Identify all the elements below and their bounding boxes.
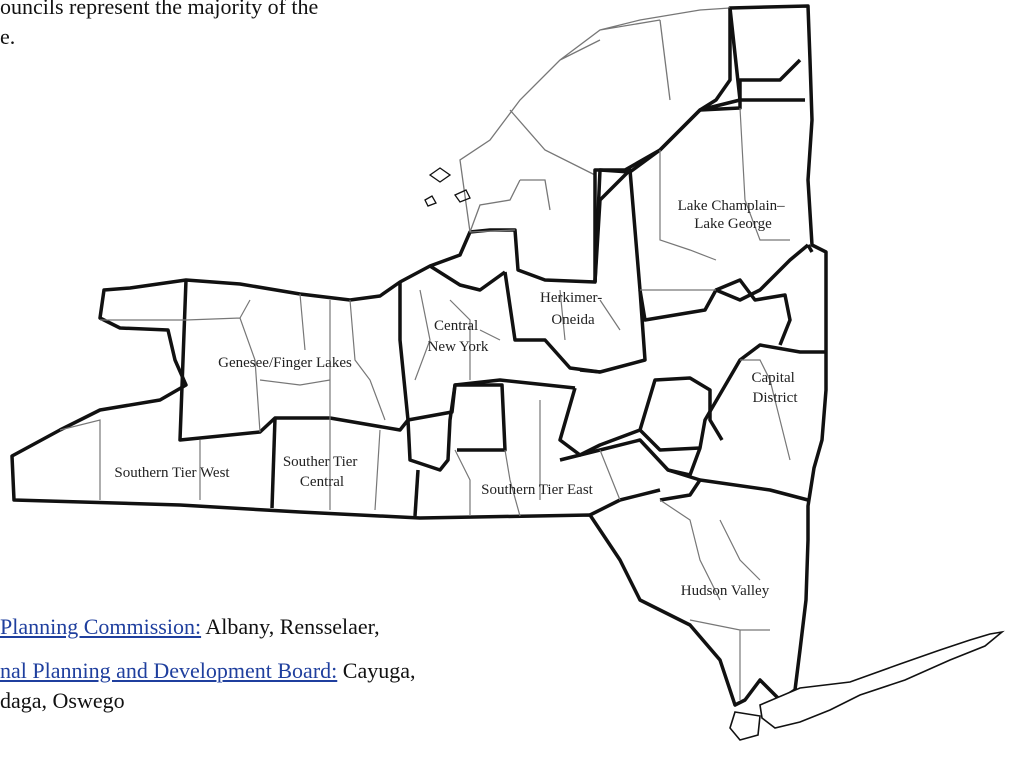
region-label-hudson-valley: Hudson Valley <box>681 583 770 599</box>
list-item: Planning Commission: Albany, Rensselaer, <box>0 612 500 642</box>
planning-council-list: Planning Commission: Albany, Rensselaer,… <box>0 612 500 730</box>
council-counties: Albany, Rensselaer, <box>201 614 380 639</box>
list-item: nal Planning and Development Board: Cayu… <box>0 656 500 716</box>
staten-island <box>729 711 761 741</box>
intro-line: ouncils represent the majority of the <box>0 0 319 19</box>
council-counties-continued: daga, Oswego <box>0 688 125 713</box>
region-boundaries <box>178 7 826 517</box>
long-island <box>759 630 1005 729</box>
county-lines-north <box>459 7 731 233</box>
lake-islands <box>424 167 471 207</box>
intro-paragraph: ouncils represent the majority of the e. <box>0 0 319 52</box>
intro-line: e. <box>0 24 16 49</box>
council-counties: Cayuga, <box>337 658 416 683</box>
region-label-herkimer-oneida: Herkimer- Oneida <box>540 290 606 328</box>
council-link[interactable]: nal Planning and Development Board: <box>0 658 338 683</box>
region-label-central-ny: Central New York <box>428 318 489 355</box>
region-label-southern-tier-central: Souther Tier Central <box>283 454 361 490</box>
region-label-lake-champlain: Lake Champlain– Lake George <box>678 198 789 232</box>
region-label-genesee-finger-lakes: Genesee/Finger Lakes <box>218 355 352 371</box>
region-label-southern-tier-west: Southern Tier West <box>114 465 230 481</box>
county-lines <box>59 107 791 700</box>
region-label-capital-district: Capital District <box>751 370 798 406</box>
region-label-southern-tier-east: Southern Tier East <box>481 482 594 498</box>
council-link[interactable]: Planning Commission: <box>0 614 202 639</box>
